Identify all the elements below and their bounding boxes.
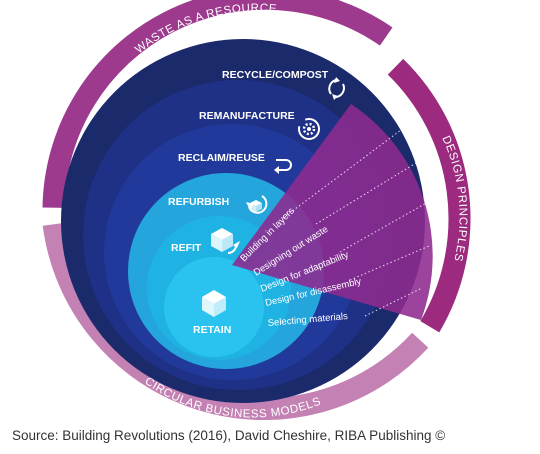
source-caption: Source: Building Revolutions (2016), Dav…: [12, 428, 446, 443]
business-arc-band: [42, 222, 429, 420]
refresh-box-icon: [246, 195, 268, 214]
circular-economy-diagram: WASTE AS A RESOURCE DESIGN PRINCIPLES CI…: [42, 0, 471, 420]
design-arc-band: [387, 58, 471, 333]
label-refit: REFIT: [171, 242, 202, 254]
gear-cycle-icon: [298, 118, 320, 140]
box-arrow-icon: [211, 228, 240, 255]
guide-line-materials: [364, 287, 423, 317]
return-arrow-icon: [274, 159, 292, 174]
label-recycle: RECYCLE/COMPOST: [222, 69, 329, 81]
guide-line-adaptability: [339, 201, 429, 253]
waste-arc-band: [42, 0, 393, 208]
cycle-arrows-icon: [328, 77, 345, 100]
design-principles-wedge: [232, 104, 433, 320]
label-reclaim: RECLAIM/REUSE: [178, 152, 265, 164]
guide-line-waste: [315, 159, 422, 225]
label-retain: RETAIN: [193, 324, 231, 336]
cube-icon: [202, 290, 226, 317]
label-remanufacture: REMANUFACTURE: [199, 110, 295, 122]
label-refurbish: REFURBISH: [168, 196, 229, 208]
